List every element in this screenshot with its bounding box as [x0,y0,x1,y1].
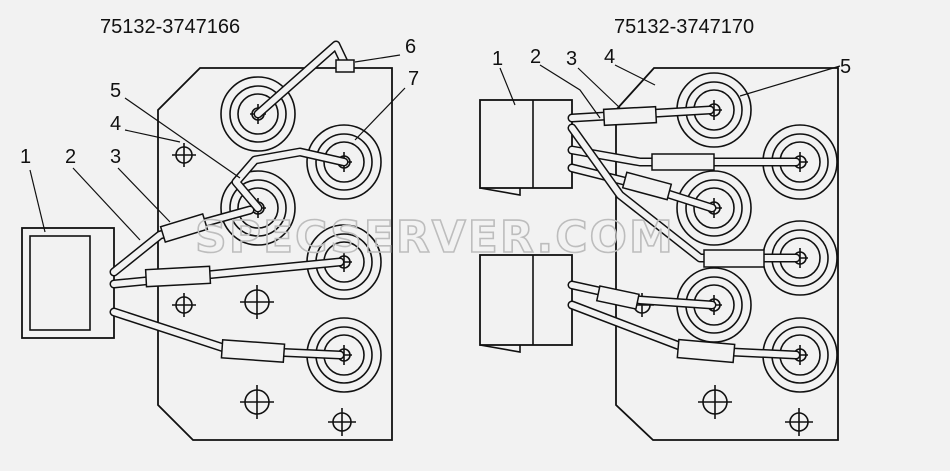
right-callout-2: 2 [530,46,541,68]
left-sleeves [144,59,355,363]
right-callout-3: 3 [566,48,577,70]
left-callout-3: 3 [110,146,121,168]
right-leader-lines [499,64,841,119]
left-callout-2: 2 [65,146,76,168]
right-connector-upper [479,99,573,196]
left-leader-lines [29,54,406,241]
left-callouts: 1 2 3 4 5 6 7 [20,36,419,168]
left-callout-4: 4 [110,113,121,135]
right-assembly: 75132-3747170 [479,16,851,441]
terminal [306,124,382,200]
terminal [220,76,296,152]
right-callout-1: 1 [492,48,503,70]
left-callout-7: 7 [408,68,419,90]
right-callout-4: 4 [604,46,615,68]
right-callout-5: 5 [840,56,851,78]
terminal [676,170,752,246]
left-assembly: 75132-3747166 [20,16,419,441]
terminal [220,170,296,246]
watermark: SPECSERVER.COM [195,212,675,263]
left-connector-box [21,227,115,339]
left-callout-6: 6 [405,36,416,58]
left-part-number: 75132-3747166 [100,16,240,38]
right-callouts: 1 2 3 4 5 [492,46,851,78]
right-part-number: 75132-3747170 [614,16,754,38]
right-connector-lower [479,254,573,353]
left-mounting-holes [172,143,356,436]
right-sleeves [595,105,765,364]
left-callout-5: 5 [110,80,121,102]
left-callout-1: 1 [20,146,31,168]
